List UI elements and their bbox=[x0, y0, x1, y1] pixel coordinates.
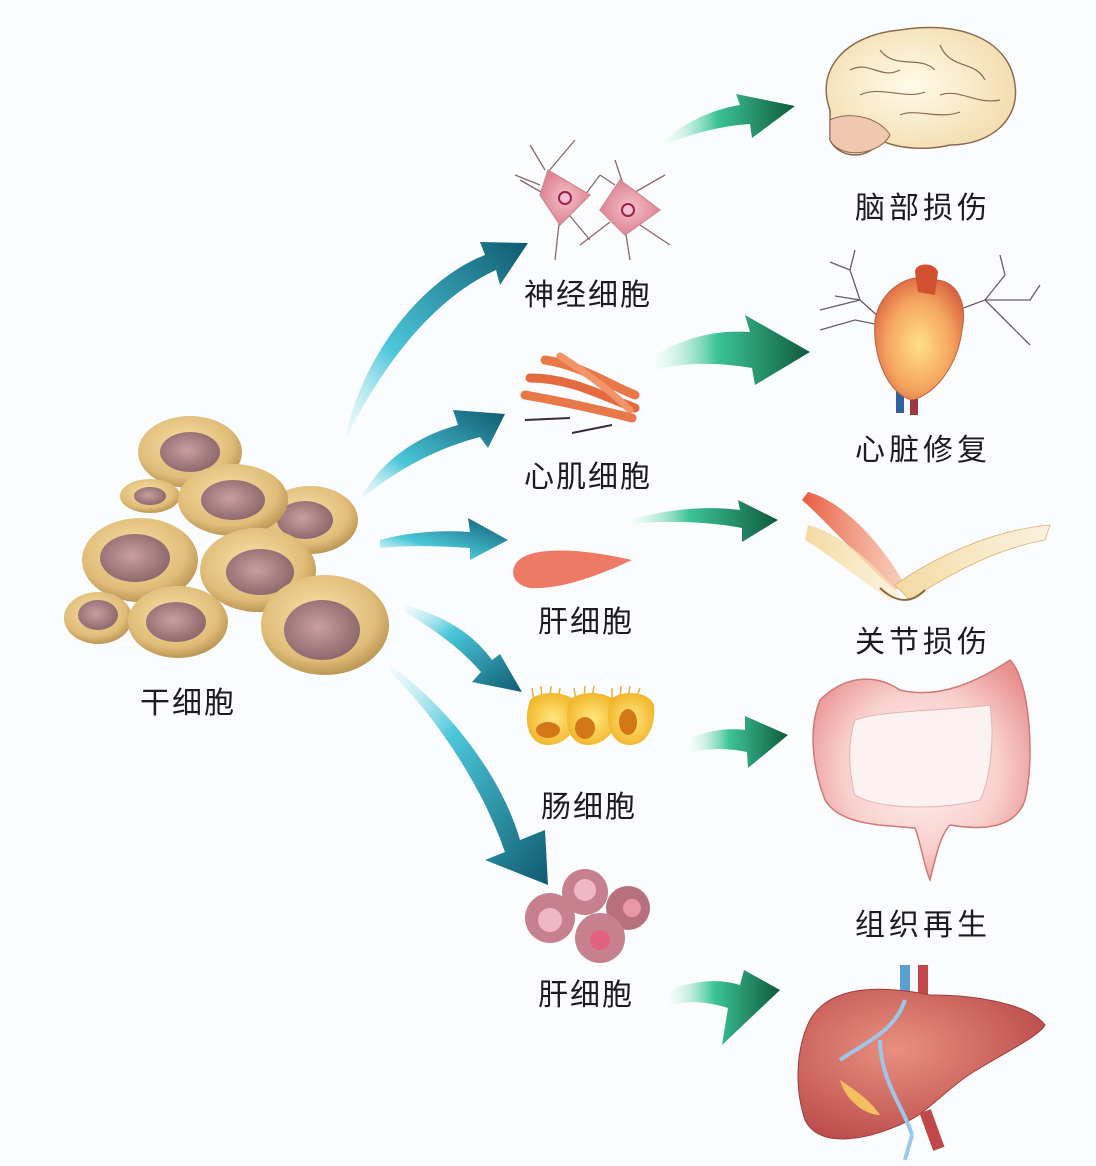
neuron-cells-icon bbox=[514, 139, 671, 261]
stem-cell-label: 干细胞 bbox=[140, 686, 236, 721]
arrow-stem-to-hepatocytes bbox=[390, 665, 548, 885]
arrow-intestinal-to-colon bbox=[690, 716, 788, 768]
arrow-stem-to-neuron bbox=[345, 242, 528, 440]
cell-label-spindle: 肝细胞 bbox=[538, 605, 634, 640]
liver-icon bbox=[797, 965, 1046, 1161]
hepatocyte-cluster-icon bbox=[525, 869, 650, 963]
spindle-cell-icon bbox=[513, 550, 632, 589]
joint-icon bbox=[802, 492, 1051, 601]
arrow-hepatocyte-to-liver bbox=[670, 970, 780, 1045]
arrow-spindle-to-joint bbox=[630, 500, 778, 542]
arrow-neuron-to-brain bbox=[665, 94, 795, 145]
arrow-cardiomyocyte-to-heart bbox=[655, 315, 810, 385]
outcome-label-brain: 脑部损伤 bbox=[855, 191, 991, 226]
stem-cell-cluster-icon bbox=[64, 416, 389, 675]
cell-label-cardiomyocyte: 心肌细胞 bbox=[524, 460, 652, 495]
outcome-label-heart: 心脏修复 bbox=[855, 433, 991, 468]
cardiomyocyte-fibers-icon bbox=[520, 352, 640, 434]
cell-label-neuron: 神经细胞 bbox=[524, 278, 652, 313]
cell-label-hepatocyte: 肝细胞 bbox=[538, 978, 634, 1013]
arrow-stem-to-intestinal-cells bbox=[405, 605, 522, 692]
colon-icon bbox=[812, 659, 1031, 883]
cell-label-intestinal: 肠细胞 bbox=[541, 790, 637, 825]
arrow-stem-to-spindle-cell bbox=[380, 518, 508, 560]
heart-icon bbox=[819, 249, 1041, 415]
intestinal-cells-icon bbox=[526, 685, 655, 745]
outcome-label-joint: 关节损伤 bbox=[855, 625, 991, 660]
outcome-label-tissue: 组织再生 bbox=[855, 908, 991, 943]
arrow-stem-to-cardiomyocyte bbox=[360, 410, 505, 500]
brain-icon bbox=[825, 26, 1017, 156]
